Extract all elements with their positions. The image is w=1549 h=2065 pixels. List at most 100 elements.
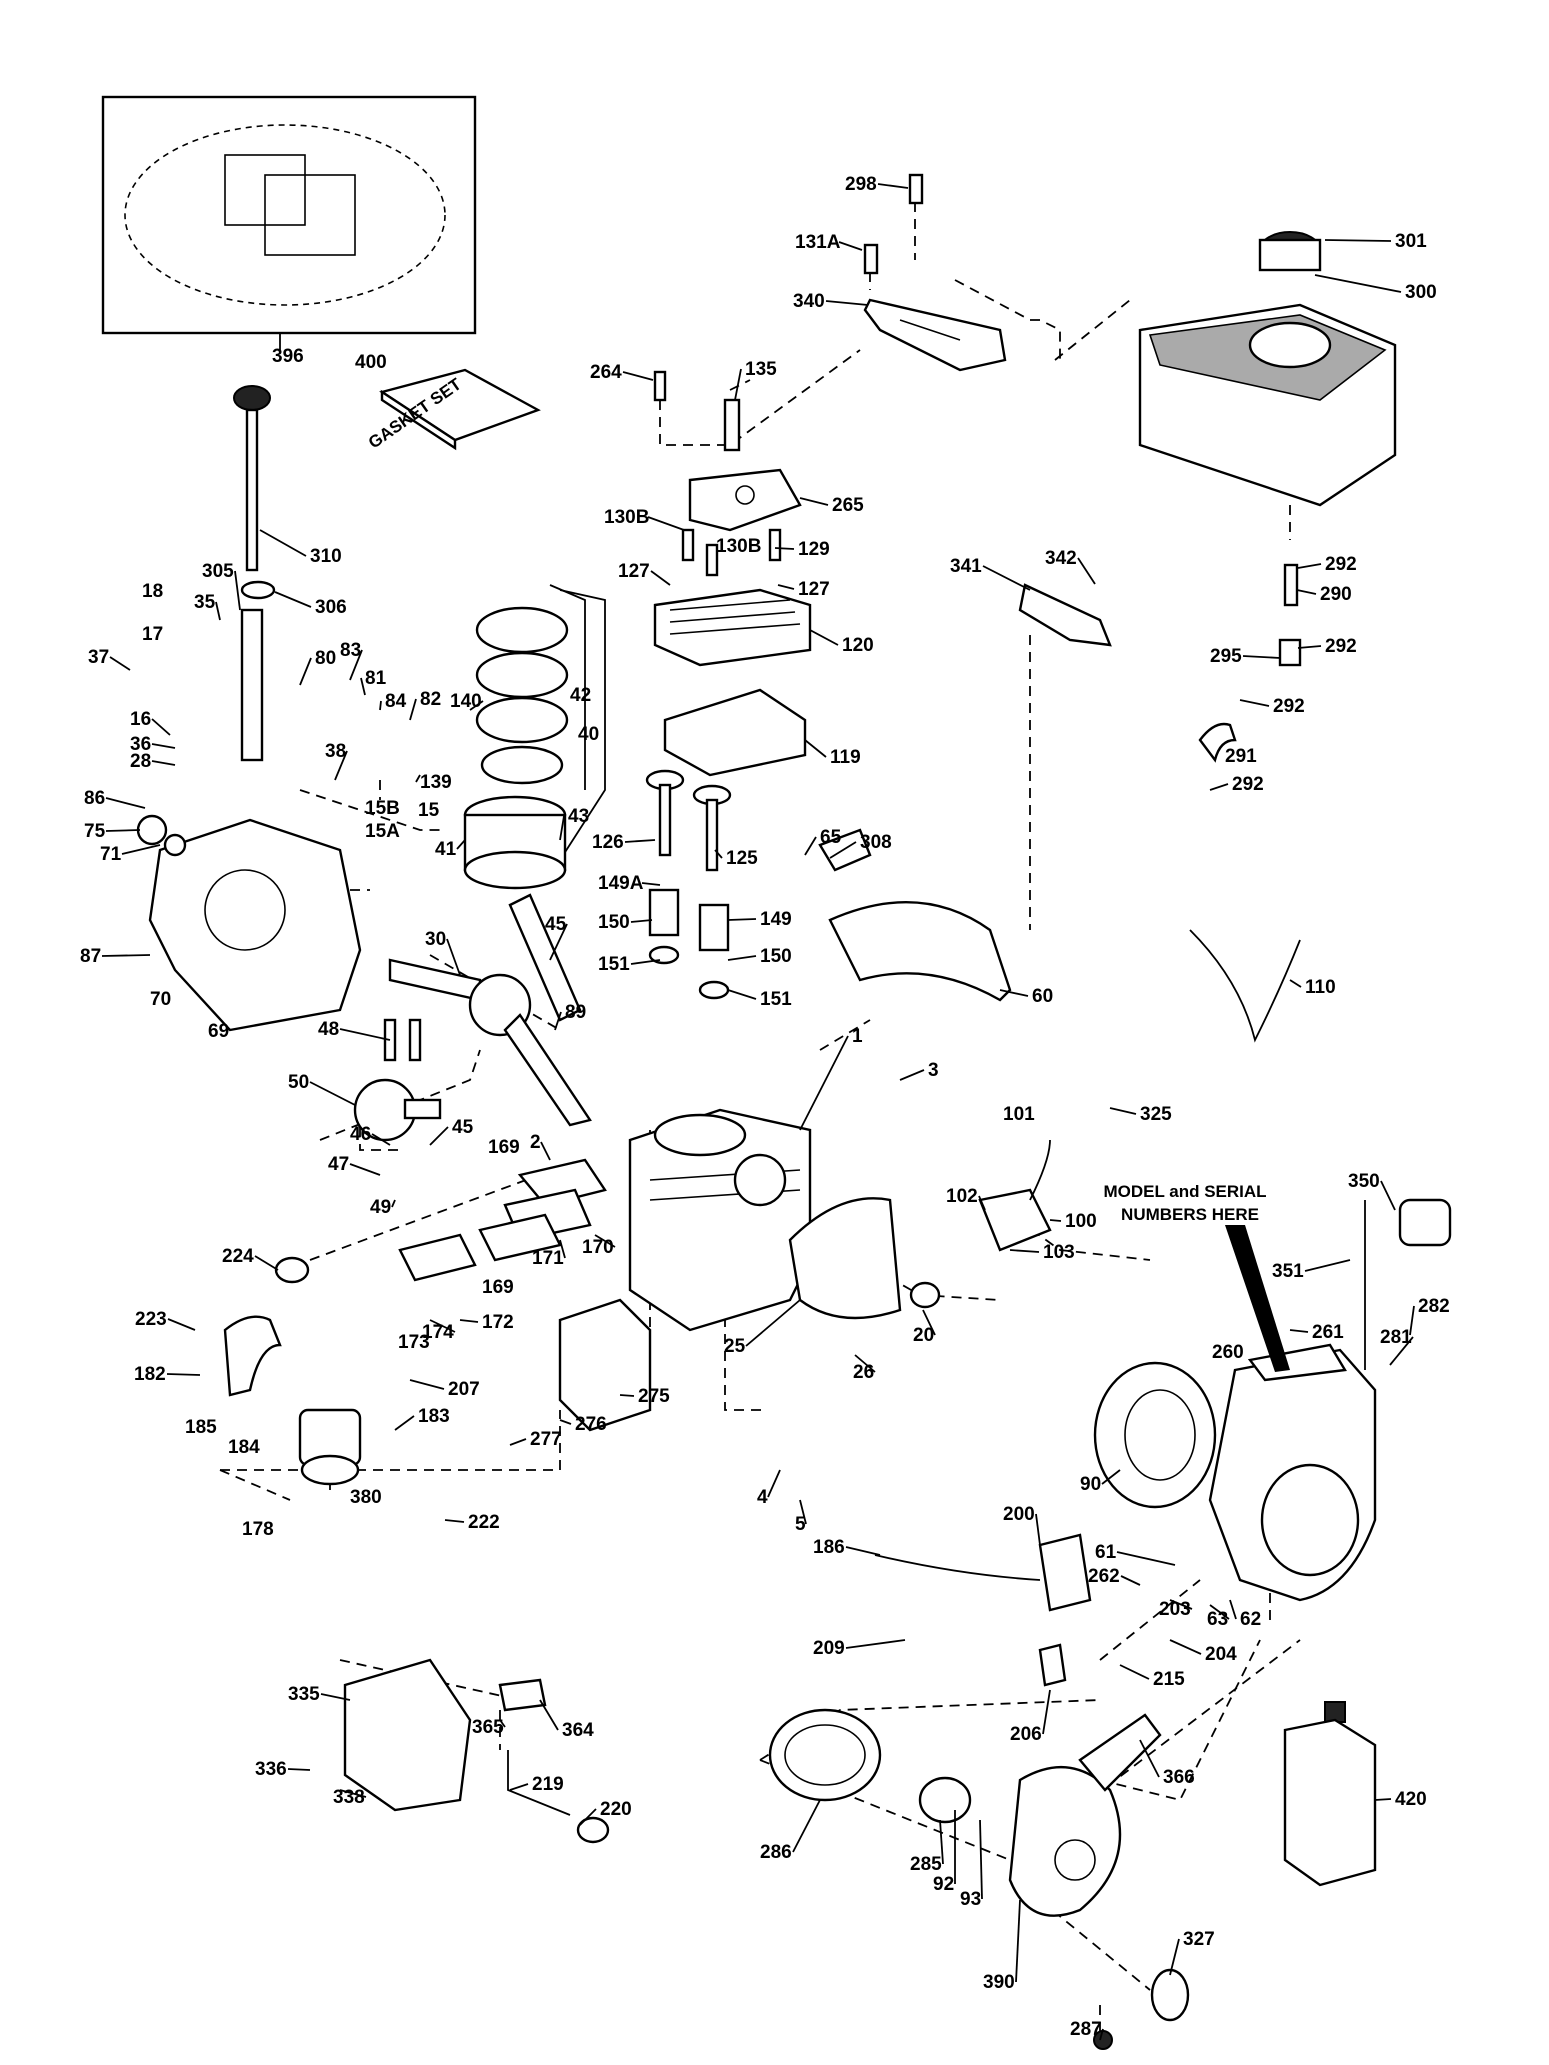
leader-line-c-50 (309, 1081, 356, 1106)
callout-291: 291 (1225, 746, 1257, 767)
callout-82: 82 (420, 689, 441, 710)
callout-209: 209 (813, 1638, 845, 1659)
callout-185: 185 (185, 1417, 217, 1438)
leader-line-c-45-b (429, 1126, 449, 1146)
callout-119: 119 (830, 747, 861, 768)
callout-37: 37 (88, 647, 109, 668)
callout-36: 36 (130, 734, 151, 755)
part-310-dipstick (233, 385, 276, 762)
callout-351: 351 (1272, 1261, 1304, 1282)
leader-line-c-264 (622, 371, 654, 381)
callout-90: 90 (1080, 1474, 1101, 1495)
leader-line-c-305 (234, 570, 241, 611)
leader-line-c-36 (151, 743, 176, 749)
leader-line-c-222 (444, 1519, 465, 1523)
callout-15: 15 (418, 800, 440, 821)
callout-184: 184 (228, 1437, 260, 1458)
leader-line-c-261 (1289, 1329, 1309, 1333)
callout-390: 390 (983, 1972, 1015, 1993)
callout-286: 286 (760, 1842, 792, 1863)
callout-276: 276 (575, 1414, 607, 1435)
leader-line-c-93 (979, 1819, 983, 1900)
leader-line-c-390 (1015, 1899, 1021, 1983)
callout-170: 170 (582, 1237, 614, 1258)
leader-line-c-149a (641, 882, 661, 886)
leader-line-c-285 (939, 1819, 944, 1865)
callout-1: 1 (852, 1026, 863, 1047)
callout-49: 49 (370, 1197, 391, 1218)
leader-line-c-151-b (727, 989, 757, 1000)
callout-2: 2 (530, 1132, 541, 1153)
part-290-fuel-line (1198, 563, 1302, 763)
callout-149a: 149A (598, 873, 644, 894)
leader-line-c-2 (540, 1141, 551, 1161)
leader-line-c-366 (1139, 1739, 1160, 1778)
leader-line-c-215 (1119, 1664, 1150, 1680)
callout-84: 84 (385, 691, 407, 712)
leader-line-c-86 (105, 797, 146, 809)
callout-125: 125 (726, 848, 758, 869)
leader-line-c-171 (559, 1239, 566, 1259)
leader-line-c-43 (559, 815, 565, 841)
callout-335: 335 (288, 1684, 320, 1705)
leader-line-c-84 (379, 700, 382, 711)
leader-line-c-341 (982, 565, 1031, 591)
callout-101: 101 (1003, 1104, 1035, 1125)
callout-43: 43 (568, 806, 589, 827)
callout-200: 200 (1003, 1504, 1035, 1525)
part-50-camshaft-gear (353, 1018, 442, 1142)
part-260-blower-housing (1208, 1343, 1377, 1602)
callout-183: 183 (418, 1406, 450, 1427)
callout-340: 340 (793, 291, 825, 312)
callout-261: 261 (1312, 1322, 1344, 1343)
part-219-link (507, 1750, 571, 1816)
callout-89: 89 (565, 1002, 586, 1023)
callout-295: 295 (1210, 646, 1242, 667)
callout-203: 203 (1159, 1599, 1191, 1620)
part-327-handle (1150, 1968, 1190, 2022)
callout-139: 139 (420, 772, 452, 793)
leader-line-c-220 (579, 1808, 597, 1826)
callout-71: 71 (100, 844, 122, 865)
leader-line-c-336 (287, 1768, 311, 1771)
part-286-starter-cup (768, 1708, 882, 1802)
leader-line-c-276 (559, 1419, 572, 1425)
callout-16: 16 (130, 709, 151, 730)
callout-26: 26 (853, 1362, 874, 1383)
leader-line-c-63 (1209, 1604, 1230, 1620)
callout-92: 92 (933, 1874, 954, 1895)
part-220-knob (576, 1816, 610, 1844)
callout-80: 80 (315, 648, 336, 669)
callout-60: 60 (1032, 986, 1053, 1007)
leader-line-c-35 (215, 601, 221, 621)
leader-line-c-89 (554, 1011, 562, 1031)
leader-line-c-61 (1116, 1551, 1176, 1566)
leader-line-c-183 (394, 1415, 415, 1431)
callout-129: 129 (798, 539, 830, 560)
leader-line-c-90 (1101, 1469, 1121, 1485)
callout-126: 126 (592, 832, 624, 853)
callout-151-b: 151 (760, 989, 792, 1010)
callout-172: 172 (482, 1312, 514, 1333)
leader-line-c-150-b (727, 955, 757, 961)
leader-line-c-5 (799, 1499, 807, 1525)
leader-line-c-46 (371, 1133, 391, 1146)
callout-25: 25 (724, 1336, 746, 1357)
leader-line-c-83 (349, 649, 363, 681)
leader-line-c-282 (1409, 1305, 1415, 1336)
callout-61: 61 (1095, 1542, 1117, 1563)
callout-285: 285 (910, 1854, 942, 1875)
callout-338: 338 (333, 1787, 365, 1808)
part-224-gasket (274, 1256, 310, 1284)
leader-line-c-126 (624, 839, 656, 843)
part-70-crankcase-cover (136, 814, 362, 1032)
part-366-handle (1078, 1713, 1162, 1792)
callout-260: 260 (1212, 1342, 1244, 1363)
callout-364: 364 (562, 1720, 594, 1741)
leader-line-c-292-b (1297, 645, 1322, 649)
callout-100: 100 (1065, 1211, 1097, 1232)
leader-line-c-65 (804, 836, 817, 856)
callout-380: 380 (350, 1487, 382, 1508)
callout-86: 86 (84, 788, 105, 809)
